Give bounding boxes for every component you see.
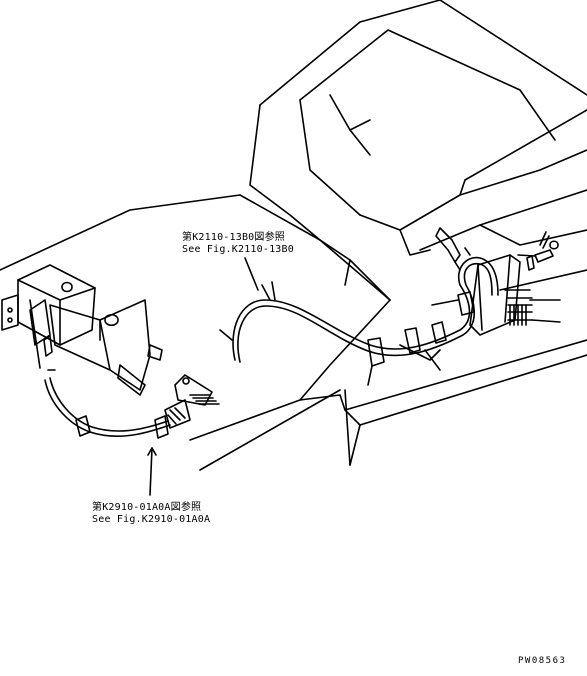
harness-clamp-5 xyxy=(75,415,91,437)
left-box-assembly xyxy=(1,264,163,396)
bolt-assembly xyxy=(517,231,559,271)
harness-clamp-2 xyxy=(399,327,441,361)
harness-clamp-1 xyxy=(367,337,385,386)
callout-bottom-en: See Fig.K2910-01A0A xyxy=(92,514,211,525)
right-terminal-block xyxy=(469,254,561,336)
callout-harness-top: 第K2110-13B0図参照 See Fig.K2110-13B0 xyxy=(182,232,294,256)
callout-top-jp: 第K2110-13B0図参照 xyxy=(182,232,286,243)
callout-top-en: See Fig.K2110-13B0 xyxy=(182,244,294,255)
harness-clamp-4 xyxy=(431,291,475,316)
machine-body-outline xyxy=(0,0,587,471)
callout-bottom-jp: 第K2910-01A0A図参照 xyxy=(92,502,202,513)
center-connector xyxy=(164,374,220,429)
callout-harness-bottom: 第K2910-01A0A図参照 See Fig.K2910-01A0A xyxy=(92,502,210,526)
harness-clamp-3 xyxy=(424,321,447,371)
harness-clamp-6 xyxy=(154,415,169,439)
wire-harness xyxy=(44,256,499,438)
figure-number: PW08563 xyxy=(518,656,567,666)
leader-lines xyxy=(147,257,259,496)
harness-bracket xyxy=(435,227,471,271)
